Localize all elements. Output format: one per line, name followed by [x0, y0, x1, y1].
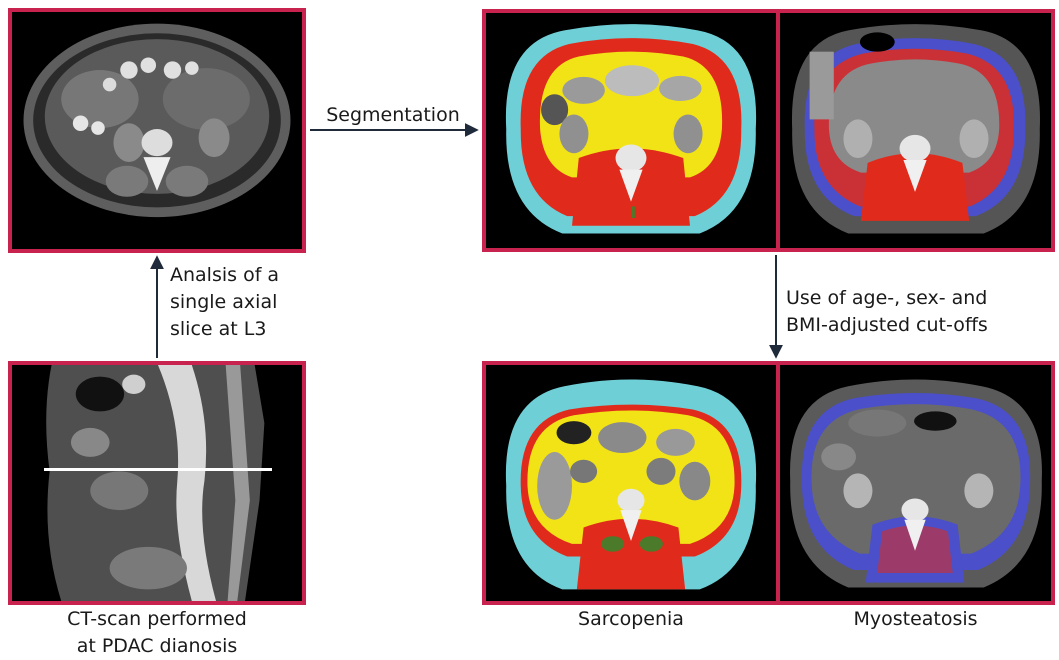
myosteatosis-label: Myosteatosis	[776, 606, 1055, 633]
sagittal-ct-panel	[8, 361, 306, 605]
ct-scan-label: CT-scan performed at PDAC dianosis	[8, 606, 306, 660]
sagittal-ct-image	[12, 365, 302, 601]
segmentation-label: Segmentation	[318, 102, 468, 129]
density-panel	[776, 9, 1055, 252]
analysis-label: Analsis of a single axial slice at L3	[170, 262, 340, 343]
sarcopenia-panel	[482, 361, 780, 605]
segmentation-image	[486, 13, 776, 248]
axial-ct-image	[12, 12, 302, 249]
density-image	[780, 13, 1051, 248]
sarcopenia-image	[486, 365, 776, 601]
myosteatosis-image	[780, 365, 1051, 601]
sarcopenia-label: Sarcopenia	[482, 606, 780, 633]
segmentation-panel	[482, 9, 780, 252]
myosteatosis-panel	[776, 361, 1055, 605]
l3-slice-line	[44, 468, 272, 471]
axial-ct-panel	[8, 8, 306, 253]
cutoffs-label: Use of age-, sex- and BMI-adjusted cut-o…	[786, 285, 1046, 339]
